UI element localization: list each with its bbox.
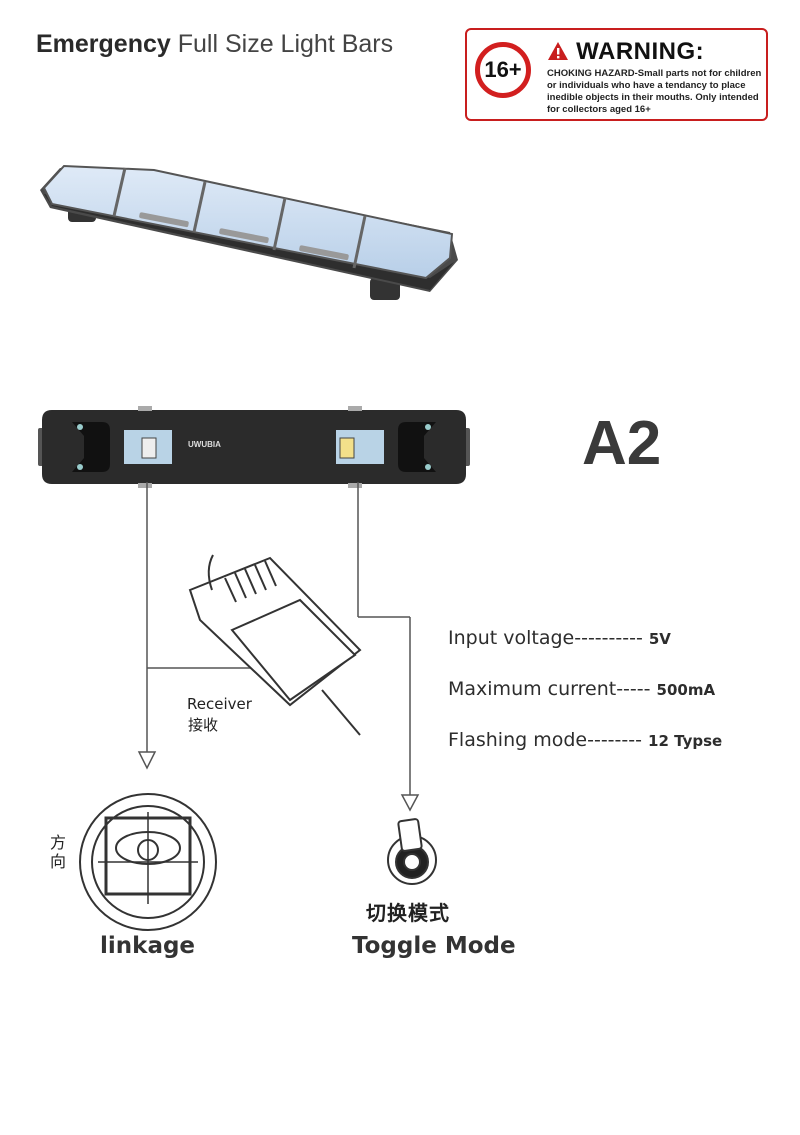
spec-maximum-current: Maximum current----- 500mA bbox=[448, 678, 715, 700]
age-badge: 16+ bbox=[475, 42, 531, 98]
toggle-switch-icon bbox=[387, 818, 437, 885]
warning-title-text: WARNING: bbox=[576, 38, 705, 65]
direction-label-cn: 方向 bbox=[50, 833, 67, 871]
page-title: Emergency Full Size Light Bars bbox=[36, 30, 393, 59]
spec-value: 12 Typse bbox=[648, 732, 723, 750]
toggle-mode-label-cn: 切换模式 bbox=[366, 901, 450, 925]
linkage-label: linkage bbox=[100, 933, 196, 959]
model-label: A2 bbox=[582, 409, 662, 478]
receiver-label: Receiver bbox=[187, 695, 252, 713]
spec-value: 5V bbox=[648, 630, 671, 648]
warning-box: 16+ WARNING: CHOKING HAZARD-Small parts … bbox=[465, 28, 768, 121]
spec-dashes: -------- bbox=[587, 729, 642, 751]
light-bar-top-view bbox=[38, 406, 470, 488]
warning-triangle-icon bbox=[548, 42, 568, 60]
brand-mark: UWUBIA bbox=[188, 440, 221, 449]
spec-label: Input voltage bbox=[448, 627, 575, 649]
title-bold: Emergency bbox=[36, 30, 171, 58]
title-rest: Full Size Light Bars bbox=[170, 30, 394, 58]
warning-title: WARNING: bbox=[547, 38, 704, 66]
toggle-mode-label: Toggle Mode bbox=[352, 933, 516, 959]
spec-dashes: ----- bbox=[616, 678, 651, 700]
spec-label: Flashing mode bbox=[448, 729, 588, 751]
spec-input-voltage: Input voltage---------- 5V bbox=[448, 627, 671, 649]
spec-flashing-mode: Flashing mode-------- 12 Typse bbox=[448, 729, 722, 751]
brand-mark-text: UWUBIA bbox=[188, 440, 221, 449]
receiver-label-cn: 接收 bbox=[188, 716, 219, 734]
steering-linkage-icon bbox=[79, 793, 217, 931]
spec-value: 500mA bbox=[656, 681, 716, 699]
receiver-icon bbox=[188, 554, 362, 736]
warning-text: CHOKING HAZARD-Small parts not for child… bbox=[547, 68, 762, 115]
spec-dashes: ---------- bbox=[574, 627, 643, 649]
light-bar-3d-illustration bbox=[40, 164, 458, 300]
spec-label: Maximum current bbox=[448, 678, 617, 700]
